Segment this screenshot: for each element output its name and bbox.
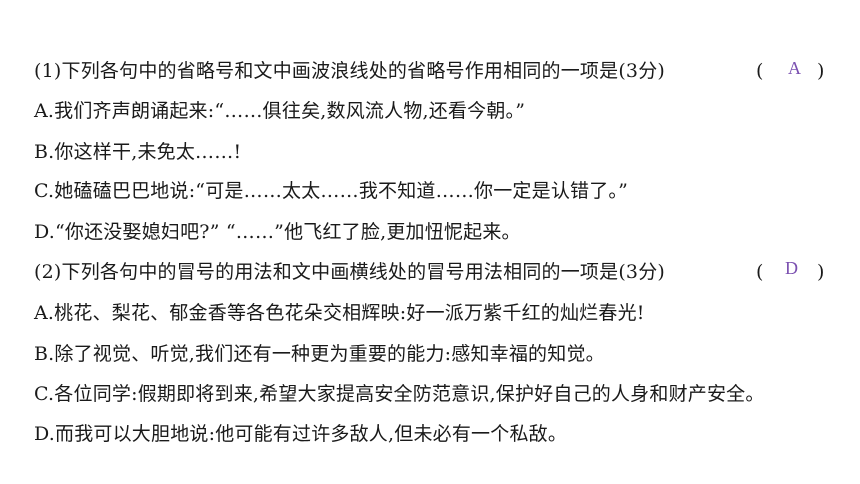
question-2-option-d: D.而我可以大胆地说:他可能有过许多敌人,但未必有一个私敌。: [34, 423, 568, 445]
question-2-answer: D: [785, 258, 798, 278]
question-1-answer: A: [788, 58, 801, 78]
question-2-paren-close: ): [817, 261, 825, 283]
question-2-paren-open: (: [756, 261, 764, 283]
question-1-option-b: B.你这样干,未免太……!: [34, 141, 242, 163]
question-2-option-b: B.除了视觉、听觉,我们还有一种更为重要的能力:感知幸福的知觉。: [34, 343, 605, 365]
question-1-stem: (1)下列各句中的省略号和文中画波浪线处的省略号作用相同的一项是(3分): [34, 60, 666, 82]
question-2-stem: (2)下列各句中的冒号的用法和文中画横线处的冒号用法相同的一项是(3分): [34, 261, 666, 283]
question-2-option-c: C.各位同学:假期即将到来,希望大家提高安全防范意识,保护好自己的人身和财产安全…: [34, 383, 765, 405]
question-1-paren-close: ): [817, 60, 825, 82]
question-1-option-a: A.我们齐声朗诵起来:“……俱往矣,数风流人物,还看今朝。”: [34, 100, 526, 122]
question-2-option-a: A.桃花、梨花、郁金香等各色花朵交相辉映:好一派万紫千红的灿烂春光!: [34, 302, 645, 324]
question-1-option-c: C.她磕磕巴巴地说:“可是……太太……我不知道……你一定是认错了。”: [34, 180, 629, 202]
question-1-option-d: D.“你还没娶媳妇吧?” “……”他飞红了脸,更加忸怩起来。: [34, 221, 521, 243]
question-1-paren-open: (: [756, 60, 764, 82]
